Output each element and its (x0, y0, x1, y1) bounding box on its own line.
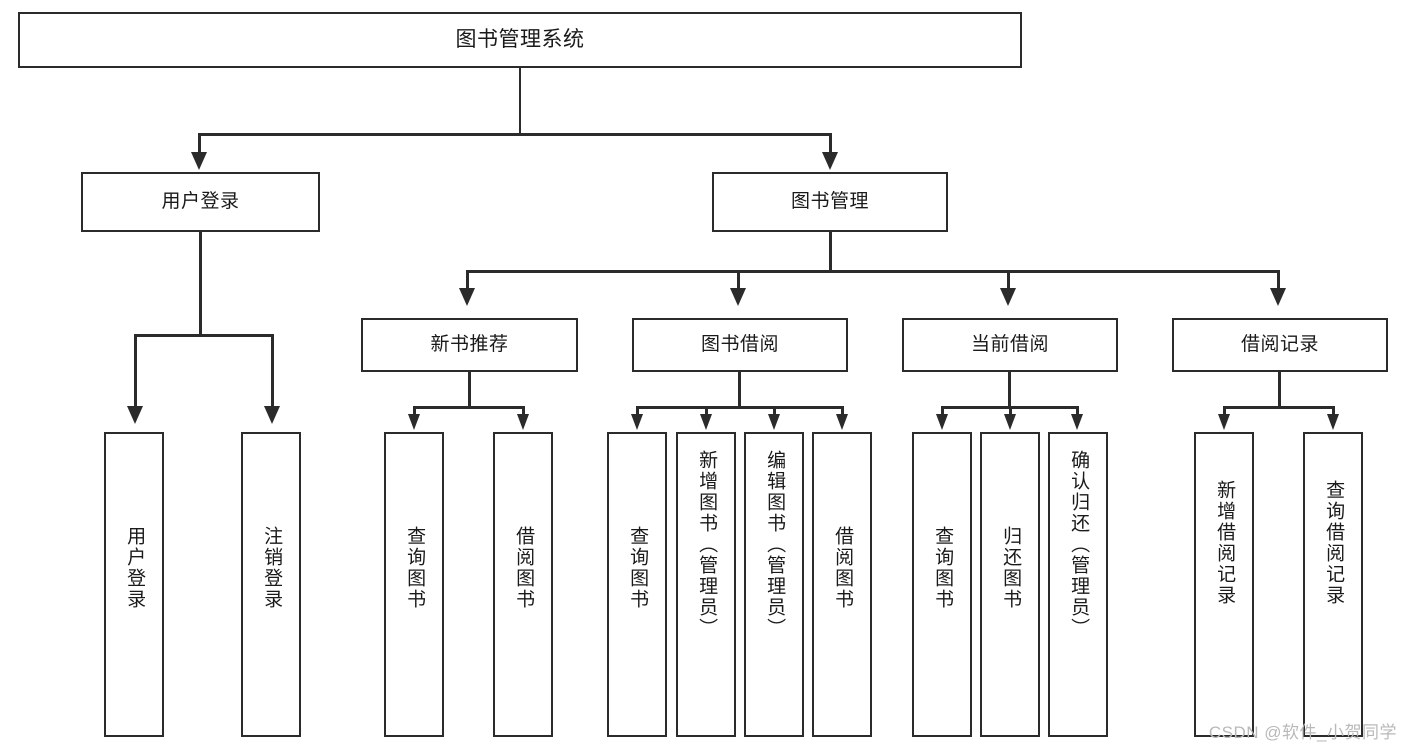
connector-current-borrow-stem (1008, 372, 1011, 408)
leaf-current-borrow-return[interactable]: 归还图书 (980, 432, 1040, 737)
connector-book-borrow-child-3 (773, 406, 776, 418)
leaf-label: 借阅图书 (513, 526, 535, 610)
leaf-book-borrow-query[interactable]: 查询图书 (607, 432, 667, 737)
node-label: 新书推荐 (430, 333, 509, 355)
connector-user-login-child-1 (134, 334, 137, 408)
connector-book-borrow-child-4 (841, 406, 844, 418)
connector-book-borrow-child-2 (705, 406, 708, 418)
leaf-new-book-query[interactable]: 查询图书 (384, 432, 444, 737)
connector-new-book-child-2 (522, 406, 525, 418)
leaf-book-borrow-borrow[interactable]: 借阅图书 (812, 432, 872, 737)
node-label: 用户登录 (161, 190, 240, 212)
leaf-new-book-borrow[interactable]: 借阅图书 (493, 432, 553, 737)
leaf-label: 新增借阅记录 (1214, 480, 1236, 606)
leaf-label: 确认归还（管理员） (1068, 450, 1090, 639)
node-borrow-record[interactable]: 借阅记录 (1172, 318, 1388, 372)
connector-borrow-record-bus (1223, 406, 1335, 409)
arrowhead-book-borrow (730, 288, 746, 306)
connector-current-borrow-child-2 (1009, 406, 1012, 418)
leaf-label: 编辑图书（管理员） (764, 450, 786, 639)
arrowhead-new-book-child-2 (517, 414, 529, 430)
leaf-label: 归还图书 (1000, 526, 1022, 610)
node-book-borrow[interactable]: 图书借阅 (632, 318, 848, 372)
arrowhead-borrow-record-child-1 (1218, 414, 1230, 430)
arrowhead-book-borrow-child-4 (836, 414, 848, 430)
arrowhead-book-borrow-child-1 (631, 414, 643, 430)
arrowhead-user-login-child-1 (127, 406, 143, 424)
connector-current-borrow-child-1 (941, 406, 944, 418)
arrowhead-new-book-child-1 (408, 414, 420, 430)
connector-borrow-record-child-1 (1223, 406, 1226, 418)
leaf-label: 注销登录 (261, 526, 283, 610)
leaf-label: 查询图书 (932, 526, 954, 610)
connector-root-bus (198, 133, 832, 136)
connector-borrow-record-child-2 (1332, 406, 1335, 418)
leaf-current-borrow-query[interactable]: 查询图书 (912, 432, 972, 737)
arrowhead-book-borrow-child-2 (700, 414, 712, 430)
connector-root-to-book-manage (829, 133, 832, 155)
connector-new-book-stem (468, 372, 471, 408)
leaf-borrow-record-query[interactable]: 查询借阅记录 (1303, 432, 1363, 737)
node-label: 图书管理系统 (455, 27, 585, 51)
connector-new-book-bus (413, 406, 525, 409)
leaf-label: 查询借阅记录 (1323, 480, 1345, 606)
leaf-user-login-login[interactable]: 用户登录 (104, 432, 164, 737)
node-book-manage[interactable]: 图书管理 (712, 172, 948, 232)
leaf-label: 查询图书 (404, 526, 426, 610)
arrowhead-current-borrow-child-2 (1004, 414, 1016, 430)
node-label: 当前借阅 (970, 333, 1049, 355)
node-user-login[interactable]: 用户登录 (81, 172, 320, 232)
connector-book-manage-stem (829, 232, 832, 272)
leaf-borrow-record-add[interactable]: 新增借阅记录 (1194, 432, 1254, 737)
leaf-label: 用户登录 (124, 526, 146, 610)
connector-current-borrow-child-3 (1076, 406, 1079, 418)
arrowhead-borrow-record (1270, 288, 1286, 306)
connector-root-stem (519, 68, 521, 134)
node-current-borrow[interactable]: 当前借阅 (902, 318, 1118, 372)
connector-user-login-child-2 (271, 334, 274, 408)
arrowhead-current-borrow-child-1 (936, 414, 948, 430)
connector-user-login-stem (199, 232, 202, 336)
arrowhead-borrow-record-child-2 (1327, 414, 1339, 430)
leaf-label: 查询图书 (627, 526, 649, 610)
connector-to-borrow-record (1277, 270, 1280, 290)
leaf-book-borrow-edit[interactable]: 编辑图书（管理员） (744, 432, 804, 737)
connector-to-new-book (466, 270, 469, 290)
connector-borrow-record-stem (1278, 372, 1281, 408)
connector-book-borrow-child-1 (636, 406, 639, 418)
arrowhead-user-login-child-2 (264, 406, 280, 424)
connector-book-borrow-stem (738, 372, 741, 408)
arrowhead-new-book (459, 288, 475, 306)
node-new-book-recommend[interactable]: 新书推荐 (361, 318, 578, 372)
node-label: 图书借阅 (700, 333, 779, 355)
leaf-book-borrow-add[interactable]: 新增图书（管理员） (676, 432, 736, 737)
node-root-system[interactable]: 图书管理系统 (18, 12, 1022, 68)
leaf-user-login-logout[interactable]: 注销登录 (241, 432, 301, 737)
leaf-current-borrow-confirm[interactable]: 确认归还（管理员） (1048, 432, 1108, 737)
leaf-label: 借阅图书 (832, 526, 854, 610)
connector-to-book-borrow (737, 270, 740, 290)
connector-user-login-bus (134, 334, 274, 337)
node-label: 图书管理 (790, 190, 869, 212)
connector-root-to-user-login (198, 133, 201, 155)
arrowhead-user-login (191, 152, 207, 170)
arrowhead-current-borrow (1000, 288, 1016, 306)
connector-book-manage-bus (466, 270, 1280, 273)
node-label: 借阅记录 (1240, 333, 1319, 355)
leaf-label: 新增图书（管理员） (696, 450, 718, 639)
arrowhead-book-borrow-child-3 (768, 414, 780, 430)
connector-book-borrow-bus (636, 406, 844, 409)
connector-to-current-borrow (1007, 270, 1010, 290)
connector-new-book-child-1 (413, 406, 416, 418)
arrowhead-current-borrow-child-3 (1071, 414, 1083, 430)
arrowhead-book-manage (822, 152, 838, 170)
